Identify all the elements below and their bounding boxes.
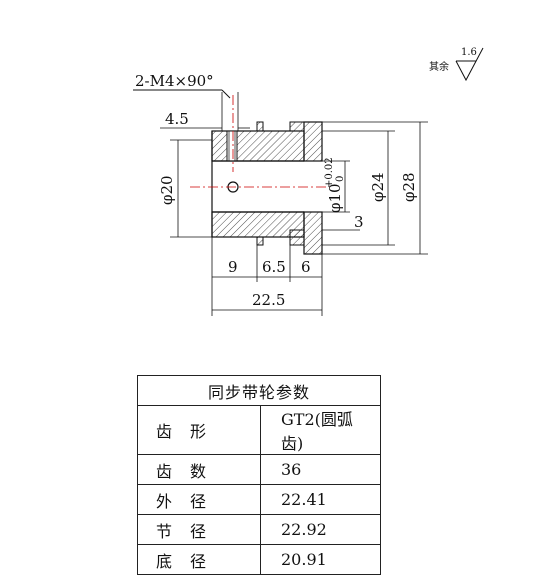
thread-note: 2-M4×90° (135, 72, 214, 90)
dim-22-5-text: 22.5 (252, 291, 285, 309)
param-value: 20.91 (260, 544, 381, 575)
dim-9-text: 9 (228, 258, 238, 276)
dim-phi10-tol-upper: +0.02 (324, 157, 335, 188)
table-row: 齿数 36 (137, 454, 381, 485)
dim-4-5-text: 4.5 (165, 110, 189, 128)
roughness-symbol: 其余 1.6 (429, 47, 484, 82)
dim-phi24-text: φ24 (369, 172, 387, 202)
param-key: 底径 (137, 544, 261, 575)
param-value: GT2(圆弧齿) (260, 405, 381, 455)
param-value: 22.92 (260, 514, 381, 545)
pulley-section-drawing: 其余 1.6 2-M4×90° (133, 47, 484, 316)
dim-phi28-text: φ28 (400, 172, 418, 202)
dim-phi24: φ24 (322, 130, 395, 246)
table-row: 底径 20.91 (137, 544, 381, 575)
roughness-value: 1.6 (461, 47, 477, 58)
pulley-body (190, 95, 330, 255)
dim-phi20-text: φ20 (158, 175, 176, 205)
param-key: 齿形 (137, 405, 261, 455)
dim-phi10-tol-lower: 0 (335, 176, 346, 182)
dim-3: 3 (322, 213, 364, 231)
dim-phi10: φ10 +0.02 0 (318, 157, 350, 213)
param-value: 36 (260, 454, 381, 485)
table-row: 外径 22.41 (137, 484, 381, 515)
table-title: 同步带轮参数 (137, 375, 381, 406)
dim-phi20: φ20 (158, 139, 212, 238)
thread-callout: 2-M4×90° (133, 72, 231, 99)
table-row: 节径 22.92 (137, 514, 381, 545)
dim-3-text: 3 (354, 213, 364, 231)
param-key: 外径 (137, 484, 261, 515)
param-key: 齿数 (137, 454, 261, 485)
dim-6-5-text: 6.5 (262, 258, 286, 276)
dim-4-5: 4.5 (160, 92, 250, 131)
dim-6-text: 6 (301, 258, 311, 276)
param-key: 节径 (137, 514, 261, 545)
table-row: 齿形 GT2(圆弧齿) (137, 405, 381, 455)
roughness-label: 其余 (429, 60, 449, 73)
param-value: 22.41 (260, 484, 381, 515)
dim-phi10-text: φ10 (326, 183, 344, 213)
pulley-params-table: 同步带轮参数 齿形 GT2(圆弧齿) 齿数 36 外径 22.41 节径 22.… (137, 375, 381, 575)
dim-phi28: φ28 (322, 121, 428, 255)
dim-bottom: 9 6.5 6 22.5 (211, 237, 323, 316)
